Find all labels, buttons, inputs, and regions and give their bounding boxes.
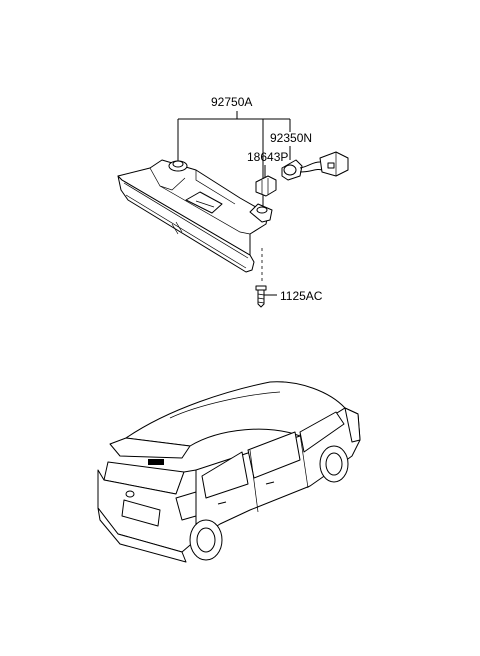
callout-socket-label: 92350N [270, 131, 312, 145]
bulb-socket-with-harness [281, 151, 349, 181]
vehicle-illustration [97, 381, 361, 563]
stop-lamp-assembly [117, 159, 273, 273]
mounting-screw [255, 248, 267, 308]
bulb [255, 175, 277, 197]
callout-bulb-label: 18643P [247, 150, 288, 164]
callout-screw-label: 1125AC [280, 289, 323, 303]
vehicle-stop-lamp-marker [148, 459, 164, 465]
callout-assembly-label: 92750A [211, 95, 252, 109]
